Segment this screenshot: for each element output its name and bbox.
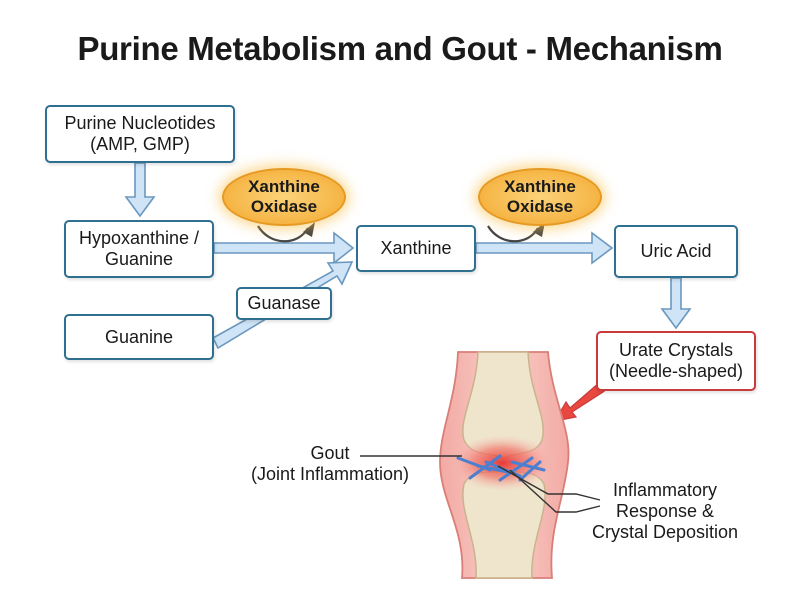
inflammatory-line1: Inflammatory [612,480,718,500]
purine-nucleotides-line2: (AMP, GMP) [90,134,190,154]
guanine-label: Guanine [104,326,174,347]
knee-joint-illustration [439,351,570,579]
crystal-needle [498,456,534,482]
hypoxanthine-line2: Guanine [104,249,174,269]
crystal-needle [476,464,510,474]
inflammatory-line2: Response & [615,501,715,521]
hypoxanthine-guanine-box: Hypoxanthine / Guanine [64,220,214,278]
inflammatory-line3: Crystal Deposition [591,522,739,542]
enzyme2-line1: Xanthine [504,177,576,196]
inflammation-glow [450,435,554,491]
reaction-arrow-1 [257,225,309,243]
arrow-uric-acid-to-urate [660,277,692,330]
enzyme1-line2: Oxidase [250,197,318,216]
xanthine-label: Xanthine [380,238,452,258]
guanine-box: Guanine [64,314,214,360]
uric-acid-label: Uric Acid [640,241,712,261]
uric-acid-box: Uric Acid [614,225,738,278]
page-title: Purine Metabolism and Gout - Mechanism [77,30,723,67]
reaction-arrow-2 [487,225,539,243]
urate-crystals-line2: (Needle-shaped) [608,361,744,381]
gout-label: Gout (Joint Inflammation) [230,443,430,485]
arrow-hypoxanthine-to-xanthine [213,231,355,265]
purine-nucleotides-line1: Purine Nucleotides [64,113,216,133]
xanthine-box: Xanthine [356,225,476,272]
crystal-needle [518,460,542,482]
xanthine-oxidase-enzyme-1: Xanthine Oxidase [222,168,346,226]
gout-line1: Gout [310,443,350,463]
xanthine-oxidase-enzyme-2: Xanthine Oxidase [478,168,602,226]
enzyme1-line1: Xanthine [248,177,320,196]
urate-crystals-box: Urate Crystals (Needle-shaped) [596,331,756,391]
reaction-arrow-1-head [303,222,315,237]
inflammatory-response-label: Inflammatory Response & Crystal Depositi… [580,480,750,543]
inflammatory-leader-line-2 [509,469,601,513]
enzyme2-line2: Oxidase [506,197,574,216]
arrow-xanthine-to-uric-acid [475,231,614,265]
urate-crystals-line1: Urate Crystals [618,340,733,360]
guanase-label: Guanase [247,293,321,313]
inflammatory-leader-line-1 [497,465,601,501]
crystal-needle [510,460,546,472]
gout-line2: (Joint Inflammation) [250,464,410,484]
guanase-box: Guanase [236,287,332,320]
purine-nucleotides-box: Purine Nucleotides (AMP, GMP) [45,105,235,163]
hypoxanthine-line1: Hypoxanthine / [78,228,200,248]
arrow-purine-to-hypoxanthine [124,162,156,218]
